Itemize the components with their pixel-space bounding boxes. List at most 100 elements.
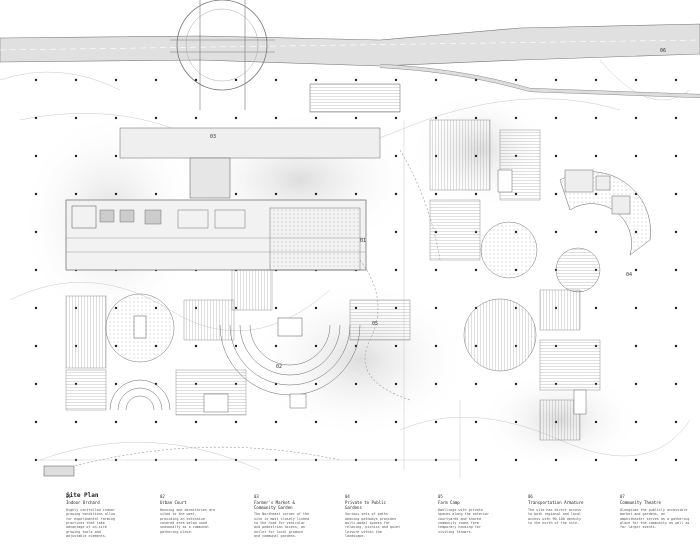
- grid-point: [594, 116, 598, 120]
- grid-point: [314, 192, 318, 196]
- grid-point: [34, 192, 38, 196]
- grid-point: [474, 268, 478, 272]
- pedestrian-paths: [59, 149, 441, 471]
- marker-05: 05: [372, 321, 378, 327]
- plan-title: Site Plan: [66, 492, 99, 499]
- highway: [0, 23, 700, 98]
- grid-point: [34, 382, 38, 386]
- grid-point: [514, 420, 518, 424]
- grid-point: [354, 192, 358, 196]
- grid-point: [554, 116, 558, 120]
- marker-01: 01: [360, 238, 366, 244]
- grid-point: [274, 78, 278, 82]
- grid-point: [434, 192, 438, 196]
- grid-point: [554, 192, 558, 196]
- grid-point: [154, 116, 158, 120]
- grid-point: [634, 116, 638, 120]
- grid-point: [634, 344, 638, 348]
- marker-06: 06: [660, 48, 666, 54]
- grid-point: [274, 420, 278, 424]
- grid-point: [434, 382, 438, 386]
- grid-point: [194, 116, 198, 120]
- grid-point: [594, 306, 598, 310]
- roundabout: [170, 0, 275, 110]
- north-building: [119, 83, 401, 199]
- grid-point: [34, 306, 38, 310]
- grid-point: [674, 344, 678, 348]
- grid-point: [434, 420, 438, 424]
- grid-point: [34, 78, 38, 82]
- grid-point: [474, 420, 478, 424]
- grid-point: [314, 420, 318, 424]
- grid-point: [154, 78, 158, 82]
- bus-shelter: [43, 465, 75, 477]
- grid-point: [474, 458, 478, 462]
- grid-point: [34, 420, 38, 424]
- grid-point: [594, 420, 598, 424]
- site-plan-drawing: 01 02 03 04 05 06: [0, 0, 700, 478]
- grid-point: [234, 420, 238, 424]
- grid-point: [194, 420, 198, 424]
- grid-point: [674, 458, 678, 462]
- grid-point: [354, 116, 358, 120]
- grid-point: [394, 382, 398, 386]
- marker-03: 03: [210, 134, 216, 140]
- grid-point: [394, 154, 398, 158]
- grid-point: [674, 306, 678, 310]
- grid-point: [74, 154, 78, 158]
- grid-point: [594, 230, 598, 234]
- grid-point: [474, 382, 478, 386]
- grid-point: [194, 78, 198, 82]
- grid-point: [434, 306, 438, 310]
- grid-point: [394, 230, 398, 234]
- grid-point: [154, 192, 158, 196]
- grid-point: [274, 306, 278, 310]
- grid-point: [114, 192, 118, 196]
- grid-point: [34, 344, 38, 348]
- grid-point: [554, 154, 558, 158]
- grid-point: [674, 382, 678, 386]
- grid-point: [114, 382, 118, 386]
- grid-point: [394, 268, 398, 272]
- grid-point: [434, 78, 438, 82]
- crop-fields: [65, 119, 601, 441]
- grid-point: [114, 78, 118, 82]
- grid-point: [674, 192, 678, 196]
- grid-point: [594, 154, 598, 158]
- plan-markers: 01 02 03 04 05 06: [210, 48, 666, 370]
- marker-02: 02: [276, 364, 282, 370]
- grid-point: [674, 78, 678, 82]
- grid-point: [354, 420, 358, 424]
- grid-point: [474, 192, 478, 196]
- grid-point: [594, 458, 598, 462]
- grid-point: [674, 268, 678, 272]
- grid-point: [554, 230, 558, 234]
- grid-point: [114, 116, 118, 120]
- grid-point: [634, 154, 638, 158]
- grid-point: [514, 458, 518, 462]
- grid-point: [234, 116, 238, 120]
- grid-point: [474, 116, 478, 120]
- grid-point: [434, 116, 438, 120]
- grid-point: [74, 420, 78, 424]
- grid-point: [634, 382, 638, 386]
- grid-point: [634, 420, 638, 424]
- grid-point: [34, 154, 38, 158]
- grid-point: [354, 382, 358, 386]
- grid-point: [74, 192, 78, 196]
- grid-point: [114, 154, 118, 158]
- grid-point: [314, 344, 318, 348]
- grid-point: [514, 78, 518, 82]
- grid-point: [394, 78, 398, 82]
- grid-point: [354, 78, 358, 82]
- grid-point: [514, 382, 518, 386]
- marker-04: 04: [626, 272, 632, 278]
- grid-point: [394, 192, 398, 196]
- grid-point: [434, 344, 438, 348]
- grid-point: [274, 116, 278, 120]
- grid-point: [74, 116, 78, 120]
